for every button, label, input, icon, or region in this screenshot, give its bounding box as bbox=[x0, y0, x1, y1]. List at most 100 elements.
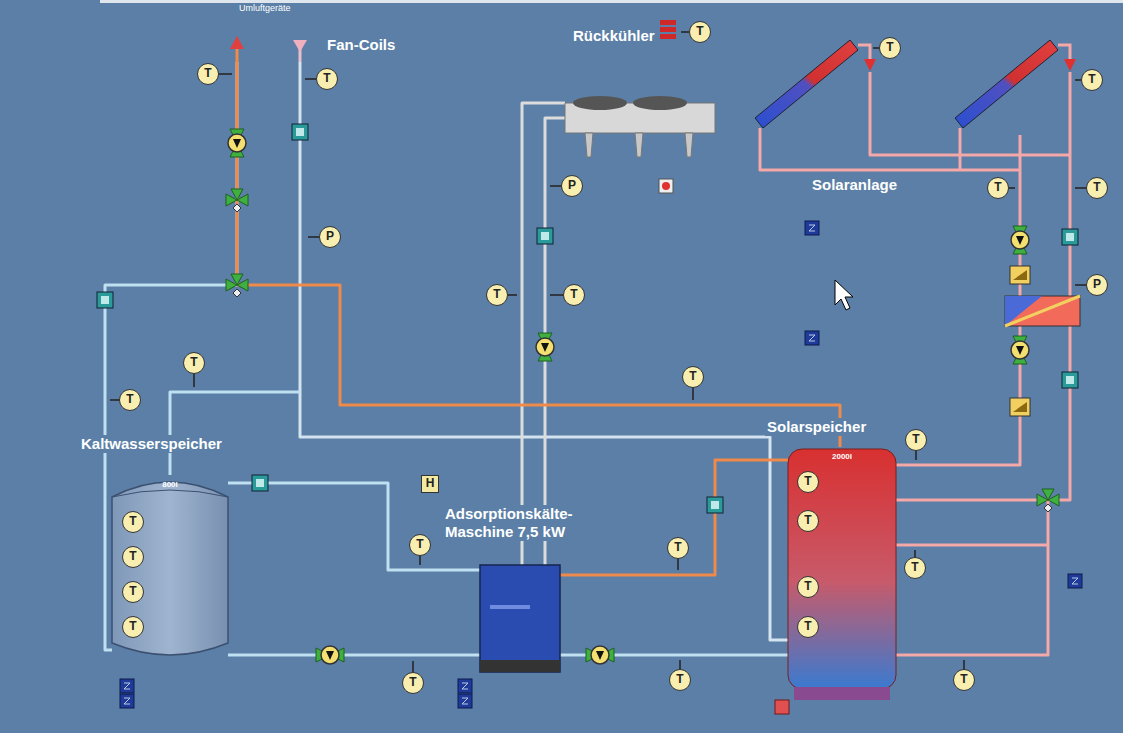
solar-collector bbox=[755, 40, 858, 128]
heat-exchanger-cold bbox=[1005, 296, 1042, 326]
sensor-letter: T bbox=[403, 673, 423, 693]
sensor-circle: T bbox=[486, 284, 508, 306]
component-mach: Adsorptionskälte- Maschine 7,5 kW bbox=[480, 565, 560, 672]
sensor-leader bbox=[1008, 187, 1015, 189]
sensor-letter: T bbox=[798, 577, 818, 597]
status-glyph bbox=[124, 698, 130, 704]
sensor-circle: T bbox=[797, 576, 819, 598]
sensor-letter: T bbox=[683, 367, 703, 387]
component-label: Umluftgeräte bbox=[239, 3, 291, 13]
sensor-circle: T bbox=[905, 429, 927, 451]
sensor-circle: T bbox=[987, 177, 1009, 199]
sensor-leader bbox=[692, 387, 694, 400]
sensor-letter: T bbox=[988, 178, 1008, 198]
valve-actuator bbox=[233, 289, 241, 297]
component-label: Solaranlage bbox=[810, 176, 899, 194]
tank-body bbox=[112, 482, 228, 655]
sensor-letter: T bbox=[798, 472, 818, 492]
sensor-circle: T bbox=[669, 669, 691, 691]
sensor-letter: P bbox=[562, 176, 582, 196]
status-glyph bbox=[462, 698, 468, 704]
component-hot: Solarspeicher2000lTTTT bbox=[788, 447, 896, 700]
heater-icon bbox=[660, 27, 676, 32]
sensor-letter: T bbox=[410, 535, 430, 555]
sensor-circle: P bbox=[319, 226, 341, 248]
tank-base bbox=[794, 687, 890, 700]
sensor-circle: T bbox=[402, 672, 424, 694]
sensor-circle: T bbox=[904, 557, 926, 579]
component-fan: UmluftgeräteFan-Coils bbox=[225, 2, 395, 62]
sensor-circle: P bbox=[561, 175, 583, 197]
cool-shape bbox=[565, 95, 715, 160]
collector-pipe bbox=[858, 45, 870, 59]
sensor-letter: T bbox=[668, 538, 688, 558]
tank-body bbox=[788, 449, 896, 689]
sensor-letter: T bbox=[954, 670, 974, 690]
status-icon bbox=[120, 679, 134, 693]
status-icon bbox=[805, 331, 819, 345]
sensor-letter: T bbox=[1082, 70, 1102, 90]
solar-pipe bbox=[760, 128, 1020, 170]
flow-meter bbox=[707, 497, 723, 513]
component-cool: Rückkühler bbox=[565, 95, 715, 160]
controller-box bbox=[1010, 266, 1030, 284]
component-label: Rückkühler bbox=[571, 27, 657, 45]
controller-box bbox=[1010, 398, 1030, 416]
heater-icon bbox=[660, 20, 676, 25]
flow-meter-face bbox=[1066, 233, 1074, 241]
volume-label: 800l bbox=[112, 480, 228, 490]
sensor-letter: T bbox=[906, 430, 926, 450]
flow-meter-face bbox=[541, 232, 549, 240]
status-glyph bbox=[124, 683, 130, 689]
supply-arrow bbox=[230, 36, 244, 49]
sensor-circle: T bbox=[1081, 69, 1103, 91]
sensor-leader bbox=[915, 450, 917, 460]
flow-meter bbox=[537, 228, 553, 244]
sensor-leader bbox=[507, 294, 517, 296]
sensor-letter: T bbox=[123, 617, 143, 637]
sensor-letter: T bbox=[1087, 178, 1107, 198]
sensor-letter: T bbox=[198, 64, 218, 84]
cooler-fan bbox=[573, 96, 627, 110]
return-pipe bbox=[300, 62, 788, 640]
sensor-circle: T bbox=[797, 471, 819, 493]
valve-branch bbox=[231, 274, 243, 285]
sensor-circle: T bbox=[409, 534, 431, 556]
sensor-letter: H bbox=[422, 476, 438, 492]
flow-meter-face bbox=[256, 479, 264, 487]
machine-body bbox=[480, 565, 560, 672]
cooler-leg bbox=[585, 133, 593, 157]
flow-meter bbox=[252, 475, 268, 491]
sensor-letter: T bbox=[317, 69, 337, 89]
sensor-circle: T bbox=[682, 366, 704, 388]
pump-symbol bbox=[1011, 231, 1029, 249]
pump-symbol bbox=[1011, 341, 1029, 359]
pump-triangle bbox=[1016, 236, 1024, 245]
valve-branch bbox=[1042, 489, 1054, 500]
sensor-letter: P bbox=[1087, 275, 1107, 295]
sensor-letter: T bbox=[123, 512, 143, 532]
pump-symbol bbox=[321, 646, 339, 664]
mouse-cursor bbox=[835, 280, 853, 310]
alarm-button bbox=[659, 179, 673, 193]
status-icon bbox=[458, 694, 472, 708]
return-arrow bbox=[293, 40, 307, 52]
cold-pipe bbox=[170, 392, 300, 475]
component-label: Solarspeicher bbox=[765, 418, 868, 436]
sensor-letter: T bbox=[798, 511, 818, 531]
flow-arrow bbox=[864, 59, 876, 71]
sensor-letter: T bbox=[905, 558, 925, 578]
pipe-connector bbox=[522, 103, 565, 565]
pump-symbol bbox=[228, 134, 246, 152]
sensor-circle: T bbox=[1086, 177, 1108, 199]
sensor-letter: T bbox=[690, 22, 710, 42]
pipe-connector bbox=[237, 62, 840, 447]
mach-shape bbox=[480, 565, 560, 672]
valve-actuator bbox=[1044, 504, 1052, 512]
flow-meter-face bbox=[296, 128, 304, 136]
sensor-circle: T bbox=[122, 511, 144, 533]
sensor-letter: T bbox=[123, 582, 143, 602]
solar-shape bbox=[750, 25, 1075, 135]
flow-meter-face bbox=[101, 296, 109, 304]
